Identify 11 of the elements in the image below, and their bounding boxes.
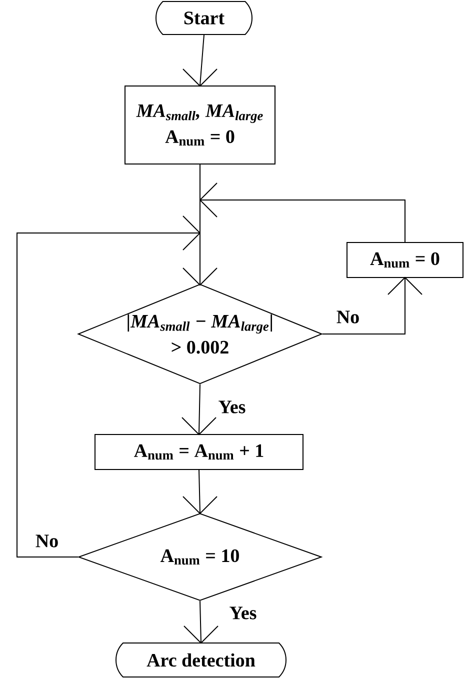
terminal-box: Arc detection <box>116 642 286 678</box>
process-box: MA$_{small}$, MA$_{large}$ A$_{num}$ = 0 <box>124 86 276 164</box>
arrow <box>182 164 218 286</box>
arrow <box>322 276 422 334</box>
edge-label: Yes <box>217 400 247 414</box>
edge-label: No <box>34 534 60 548</box>
edge-label: Yes <box>228 606 258 620</box>
edge-label: No <box>335 310 361 324</box>
process-box: A$_{num}$ = 0 <box>346 242 464 278</box>
terminal-box: Start <box>156 1 252 35</box>
process-box: A$_{num}$ = A$_{num}$ + 1 <box>94 434 304 470</box>
